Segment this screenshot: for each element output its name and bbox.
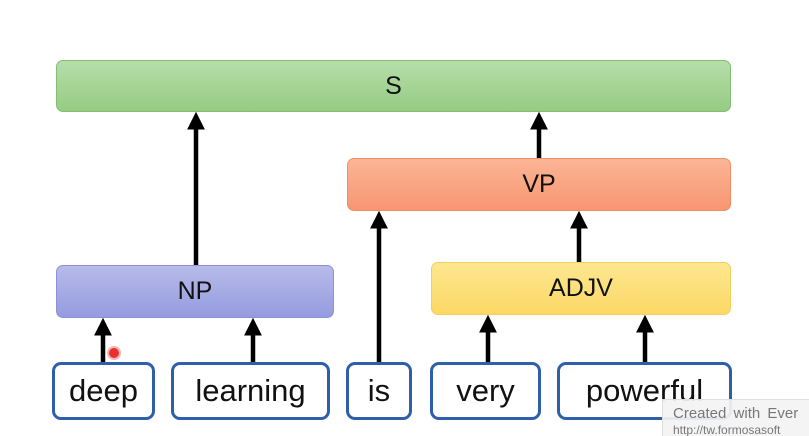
watermark-line2: http://tw.formosasoft [673, 423, 781, 436]
word-very-label: very [456, 373, 515, 408]
watermark-line1: Created with Ever [673, 405, 799, 422]
word-deep-label: deep [69, 373, 138, 408]
word-is-label: is [367, 373, 391, 408]
node-np-label: NP [177, 277, 213, 305]
watermark: Created with Ever http://tw.formosasoft [662, 399, 809, 436]
word-learning: learning [171, 362, 330, 420]
word-very: very [430, 362, 541, 420]
node-s: S [56, 60, 731, 112]
pointer-indicator [109, 348, 119, 358]
node-adjv-label: ADJV [549, 274, 613, 302]
word-powerful: powerful [557, 362, 732, 420]
word-learning-label: learning [195, 373, 306, 408]
node-adjv: ADJV [431, 262, 731, 315]
word-deep: deep [52, 362, 155, 420]
node-np: NP [56, 265, 334, 318]
node-s-label: S [385, 71, 402, 100]
node-vp-label: VP [522, 170, 556, 198]
word-is: is [346, 362, 412, 420]
node-vp: VP [347, 158, 731, 211]
